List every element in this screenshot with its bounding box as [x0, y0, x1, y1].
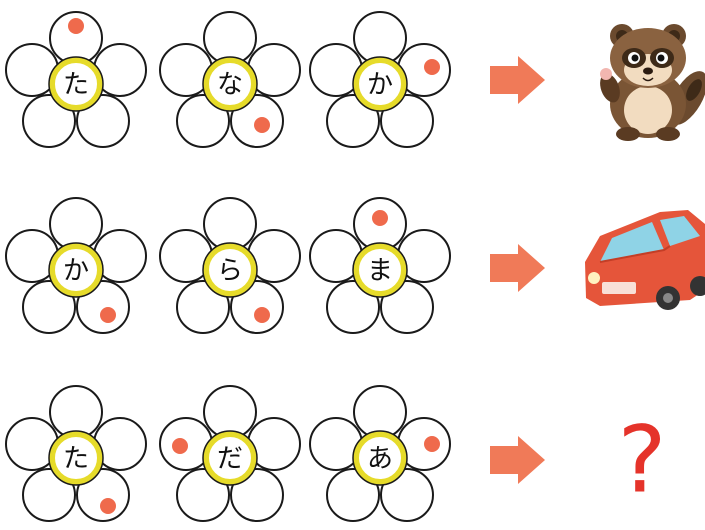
flower-kana: だ — [217, 444, 243, 474]
puzzle-row-2: か ら ま — [6, 198, 705, 333]
flower-kana: ま — [367, 256, 393, 286]
flower-kana: た — [63, 444, 89, 474]
dot-marker — [372, 210, 388, 226]
dot-marker — [172, 438, 188, 454]
tanuki-icon — [600, 24, 705, 141]
dot-marker — [424, 436, 440, 452]
flower-3-1: た — [6, 386, 146, 521]
dot-marker — [254, 307, 270, 323]
dot-marker — [100, 307, 116, 323]
flower-1-1: た — [6, 12, 146, 147]
flower-kana: か — [63, 256, 89, 286]
flower-kana: ら — [217, 256, 243, 286]
flower-kana: た — [63, 70, 89, 100]
flower-kana: な — [217, 70, 243, 100]
puzzle-row-3: た だ あ ? — [6, 386, 666, 521]
question-mark: ? — [618, 407, 667, 514]
flower-2-3: ま — [310, 198, 450, 333]
dot-marker — [68, 18, 84, 34]
flower-3-3: あ — [310, 386, 450, 521]
dot-marker — [424, 59, 440, 75]
flower-1-3: か — [310, 12, 450, 147]
flower-1-2: な — [160, 12, 300, 147]
flower-3-2: だ — [160, 386, 300, 521]
dot-marker — [100, 498, 116, 514]
car-icon — [585, 210, 705, 310]
flower-2-2: ら — [160, 198, 300, 333]
arrow-right-icon — [490, 244, 545, 292]
arrow-right-icon — [490, 436, 545, 484]
puzzle-row-1: た な か — [6, 12, 705, 147]
flower-kana: か — [367, 70, 393, 100]
dot-marker — [254, 117, 270, 133]
flower-2-1: か — [6, 198, 146, 333]
flower-kana: あ — [367, 444, 393, 474]
arrow-right-icon — [490, 56, 545, 104]
